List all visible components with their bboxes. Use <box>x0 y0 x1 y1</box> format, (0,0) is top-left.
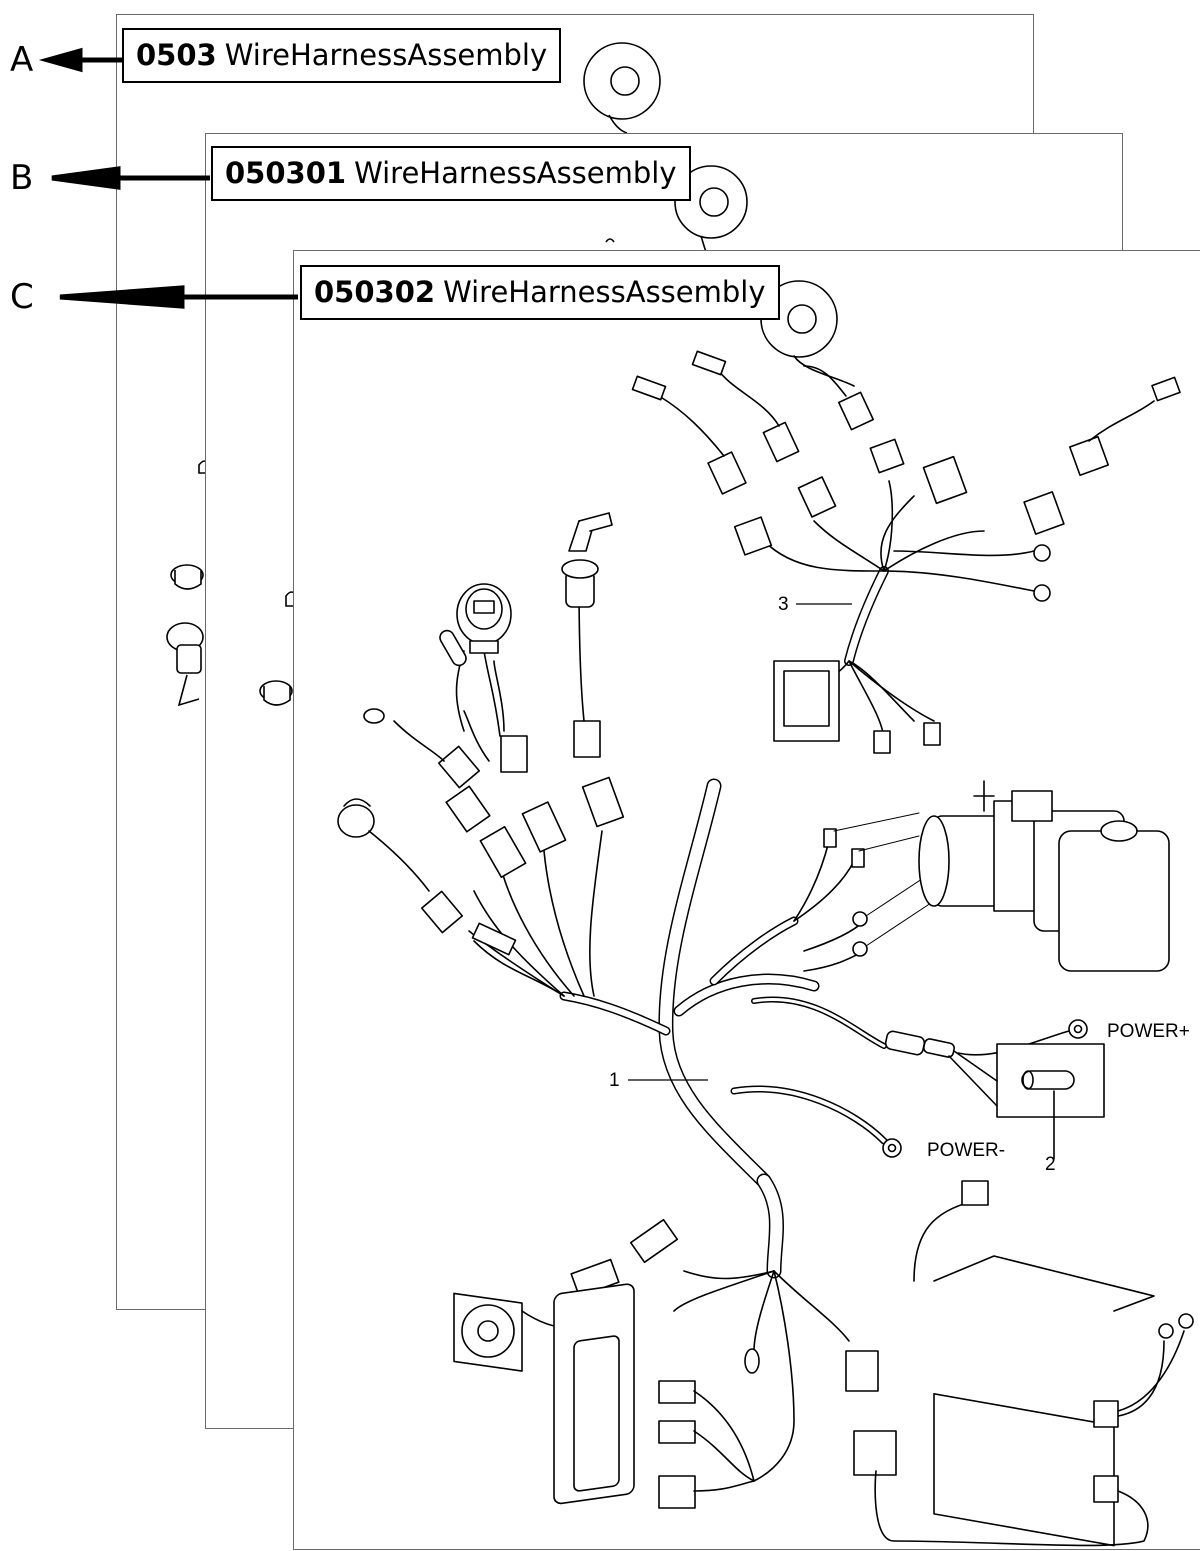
sheet-c-name: WireHarnessAssembly <box>443 275 766 309</box>
sheet-b-code: 050301 <box>225 156 347 190</box>
sheet-c-code: 050302 <box>314 275 436 309</box>
sheet-a-partial-drawing <box>166 42 661 707</box>
sheet-letter-c: C <box>10 277 34 317</box>
sheet-letter-a: A <box>10 40 34 80</box>
sheet-letter-b: B <box>10 158 34 198</box>
label-power-plus: POWER+ <box>1107 1021 1190 1042</box>
sheet-c-panel <box>293 250 1200 1550</box>
sheet-a-code: 0503 <box>136 38 217 72</box>
callout-part-2: 2 <box>1045 1154 1056 1175</box>
wire-harness-drawing <box>337 280 1194 1547</box>
sheet-a-name: WireHarnessAssembly <box>224 38 548 72</box>
callout-part-3: 3 <box>778 594 789 615</box>
sheet-b-name: WireHarnessAssembly <box>354 156 677 190</box>
label-power-minus: POWER- <box>927 1140 1006 1161</box>
callout-part-1: 1 <box>609 1070 620 1091</box>
